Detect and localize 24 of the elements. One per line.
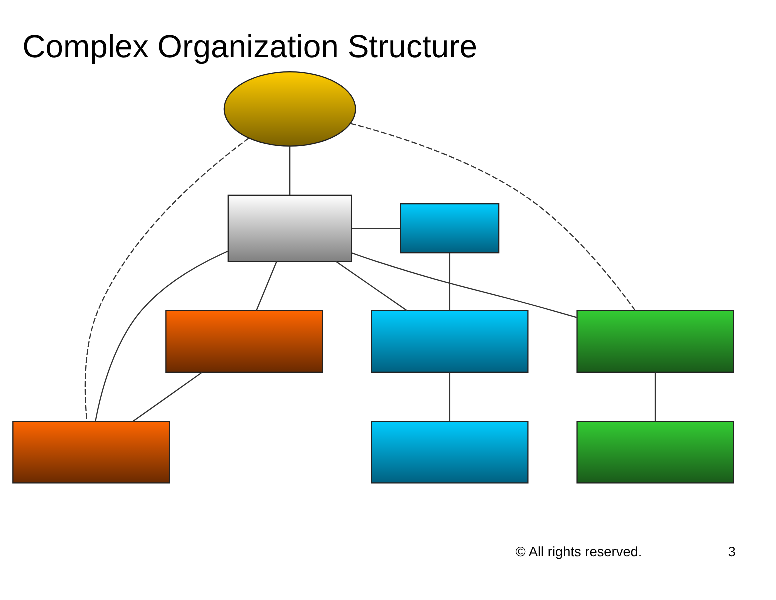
diagram-title: Complex Organization Structure <box>22 28 478 64</box>
connector <box>449 252 451 310</box>
connector <box>336 260 408 311</box>
node-box <box>371 310 529 373</box>
connector <box>95 250 229 421</box>
connector <box>290 146 291 195</box>
node-box <box>400 202 500 254</box>
connector <box>352 252 578 318</box>
connector <box>256 261 278 310</box>
node-box <box>228 194 352 262</box>
label: © All rights reserved. <box>516 544 642 559</box>
node-box <box>371 420 529 484</box>
node-box <box>576 310 734 373</box>
node-box <box>576 420 734 484</box>
label: 3 <box>728 544 736 559</box>
connector <box>350 122 636 310</box>
connector <box>133 372 202 422</box>
connector <box>352 227 401 229</box>
connector <box>654 372 656 421</box>
node-box <box>166 310 324 373</box>
node-box <box>12 420 170 484</box>
connector <box>84 137 250 422</box>
node-ellipse <box>224 71 356 146</box>
connector <box>449 372 451 421</box>
